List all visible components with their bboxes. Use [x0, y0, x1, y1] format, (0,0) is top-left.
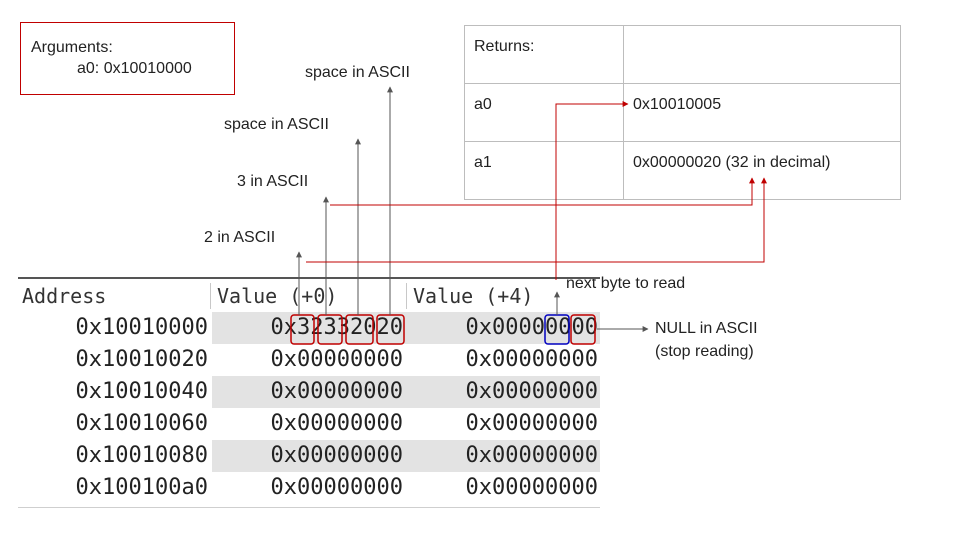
byte-box-next [544, 314, 570, 345]
label-two-ascii: 2 in ASCII [204, 229, 276, 246]
value0-cell: 0x00000000 [270, 475, 403, 500]
byte-box-20-b [376, 314, 405, 345]
memory-table: Address Value (+0) Value (+4) 0x10010000… [18, 277, 600, 508]
memory-row: 0x10010040 0x00000000 0x00000000 [18, 376, 600, 408]
row-shade [212, 376, 600, 408]
value0-cell: 0x00000000 [270, 411, 403, 436]
byte-box-33 [317, 314, 343, 345]
address-cell: 0x10010000 [75, 315, 208, 340]
value4-cell: 0x00000000 [465, 379, 598, 404]
value4-cell: 0x00000000 [465, 315, 598, 340]
header-address: Address [22, 284, 107, 308]
memory-row: 0x10010020 0x00000000 0x00000000 [18, 344, 600, 376]
memory-row: 0x100100a0 0x00000000 0x00000000 [18, 472, 600, 504]
returns-table: Returns: a0 0x10010005 a1 0x00000020 (32… [464, 25, 901, 200]
arrow-two-to-a1 [306, 177, 767, 263]
returns-header-row: Returns: [464, 25, 901, 84]
byte-box-null [570, 314, 596, 345]
address-cell: 0x100100a0 [75, 475, 208, 500]
label-space-ascii-2: space in ASCII [224, 116, 329, 133]
header-value0: Value (+0) [210, 283, 337, 309]
address-cell: 0x10010060 [75, 411, 208, 436]
memory-row: 0x10010080 0x00000000 0x00000000 [18, 440, 600, 472]
row-shade [212, 312, 600, 344]
byte-box-20-a [345, 314, 374, 345]
value4-cell: 0x00000000 [465, 347, 598, 372]
label-space-ascii-1: space in ASCII [305, 64, 410, 81]
header-value4: Value (+4) [406, 283, 533, 309]
memory-bottom-border [18, 507, 600, 508]
arguments-title: Arguments: [31, 39, 113, 56]
memory-row: 0x10010000 0x32332020 0x00000000 [18, 312, 600, 344]
returns-header-empty [623, 25, 901, 84]
arguments-box: Arguments: a0: 0x10010000 [20, 22, 235, 95]
address-cell: 0x10010080 [75, 443, 208, 468]
value4-cell: 0x00000000 [465, 475, 598, 500]
value0-cell: 0x32332020 [270, 315, 403, 340]
value0-cell: 0x00000000 [270, 443, 403, 468]
value0-cell: 0x00000000 [270, 379, 403, 404]
address-cell: 0x10010020 [75, 347, 208, 372]
returns-reg: a1 [464, 141, 624, 200]
label-stop-reading: (stop reading) [655, 343, 754, 360]
address-cell: 0x10010040 [75, 379, 208, 404]
row-shade [212, 440, 600, 472]
byte-box-32 [290, 314, 315, 345]
label-three-ascii: 3 in ASCII [237, 173, 309, 190]
value4-cell: 0x00000000 [465, 443, 598, 468]
memory-top-border [18, 277, 600, 279]
memory-row: 0x10010060 0x00000000 0x00000000 [18, 408, 600, 440]
arrow-three-to-a1 [330, 177, 755, 206]
value4-cell: 0x00000000 [465, 411, 598, 436]
argument-a0: a0: 0x10010000 [77, 60, 192, 77]
value0-cell: 0x00000000 [270, 347, 403, 372]
returns-row-a1: a1 0x00000020 (32 in decimal) [464, 141, 901, 200]
label-null-ascii: NULL in ASCII [655, 320, 758, 337]
returns-reg: a0 [464, 83, 624, 142]
arrow-to-a0 [555, 101, 629, 280]
returns-value: 0x00000020 (32 in decimal) [623, 141, 901, 200]
label-next-byte: next byte to read [566, 275, 686, 292]
